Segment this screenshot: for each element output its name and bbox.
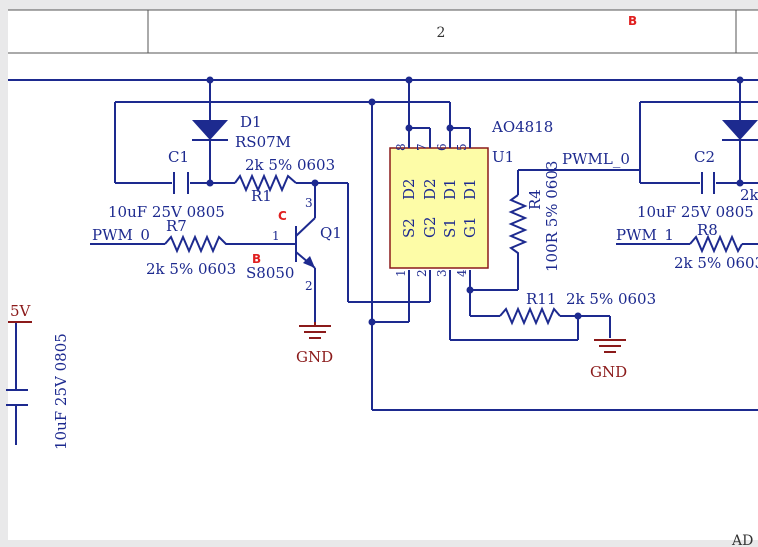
u1-pin1-name: S2 [400, 218, 418, 238]
capacitor-left-partial[interactable] [6, 389, 28, 406]
c2-value: 10uF 25V 0805 [637, 203, 754, 221]
gnd-symbol-1 [299, 322, 331, 339]
u1-pin2-number: 2 [415, 269, 429, 277]
r11-value: 2k 5% 0603 [566, 290, 656, 308]
u1-pin3-name: S1 [441, 218, 459, 238]
capacitor-c1[interactable] [173, 172, 189, 194]
r7-value: 2k 5% 0603 [146, 260, 236, 278]
gnd-label-1: GND [296, 348, 333, 366]
q1-pin-c-label: C [278, 209, 287, 223]
d1-ref: D1 [240, 113, 262, 131]
q1-pin3: 3 [305, 196, 313, 210]
u1-pin4-name: G1 [461, 216, 479, 238]
resistor-r1[interactable] [234, 173, 297, 193]
net-pwm0: PWM_0 [92, 226, 150, 244]
gnd-symbol-2 [594, 339, 626, 353]
c2-ref: C2 [694, 148, 715, 166]
r8-value: 2k 5% 0603 [674, 254, 758, 272]
diode-d2-partial[interactable] [722, 120, 758, 141]
u1-pin6-name: D1 [441, 178, 459, 200]
resistor-r7[interactable] [164, 234, 232, 254]
u1-pin4-number: 4 [455, 269, 469, 277]
c-left-value: 10uF 25V 0805 [52, 333, 70, 450]
u1-pin7-number: 7 [415, 143, 429, 151]
q1-value: S8050 [246, 264, 294, 282]
ic-u1[interactable] [389, 127, 489, 269]
u1-pin2-name: G2 [421, 216, 439, 238]
net-pwm1: PWM_1 [616, 226, 674, 244]
resistor-r11[interactable] [499, 306, 561, 326]
r4-value: 100R 5% 0603 [543, 161, 561, 272]
transistor-q1[interactable] [295, 217, 316, 269]
u1-pin6-number: 6 [435, 143, 449, 151]
resistor-r8[interactable] [689, 234, 743, 254]
r8-ref: R8 [697, 221, 718, 239]
r7-ref: R7 [166, 217, 187, 235]
u1-pin7-name: D2 [421, 178, 439, 200]
r11-ref: R11 [526, 290, 556, 308]
u1-ref: U1 [492, 148, 514, 166]
r1-ref: R1 [251, 187, 272, 205]
q1-ref: Q1 [320, 224, 342, 242]
u1-pin5-number: 5 [455, 143, 469, 151]
c1-ref: C1 [168, 148, 189, 166]
gnd-label-2: GND [590, 363, 627, 381]
wires [8, 79, 758, 445]
u1-pin5-name: D1 [461, 178, 479, 200]
u1-pin1-number: 1 [394, 269, 408, 277]
u1-pin3-number: 3 [435, 269, 449, 277]
c1-value: 10uF 25V 0805 [108, 203, 225, 221]
net-5v: 5V [10, 302, 32, 320]
q1-pin-b-label: B [252, 252, 261, 266]
frame-corner-text: AD [731, 533, 753, 547]
capacitor-c2[interactable] [701, 172, 715, 194]
frame-row-letter: B [628, 14, 637, 28]
u1-value: AO4818 [491, 118, 553, 136]
sheet-frame [8, 9, 758, 54]
u1-top-pin-names: D2 D2 D1 D1 [400, 178, 479, 200]
d2-resistor-partial-label: 2k [740, 186, 758, 204]
q1-pin2: 2 [305, 279, 313, 293]
resistor-r4[interactable] [508, 194, 528, 258]
net-pwml0: PWML_0 [562, 150, 630, 168]
r4-ref: R4 [526, 189, 544, 210]
sheet-background [8, 10, 758, 540]
u1-pin-numbers: 8 7 6 5 1 2 3 4 [394, 143, 469, 277]
q1-pin1: 1 [272, 229, 280, 243]
frame-column-number: 2 [437, 25, 446, 41]
d1-value: RS07M [235, 133, 291, 151]
u1-bottom-pin-names: S2 G2 S1 G1 [400, 216, 479, 238]
diode-d1[interactable] [192, 120, 228, 141]
r1-value: 2k 5% 0603 [245, 156, 335, 174]
u1-pin8-number: 8 [394, 143, 408, 151]
u1-pin8-name: D2 [400, 178, 418, 200]
